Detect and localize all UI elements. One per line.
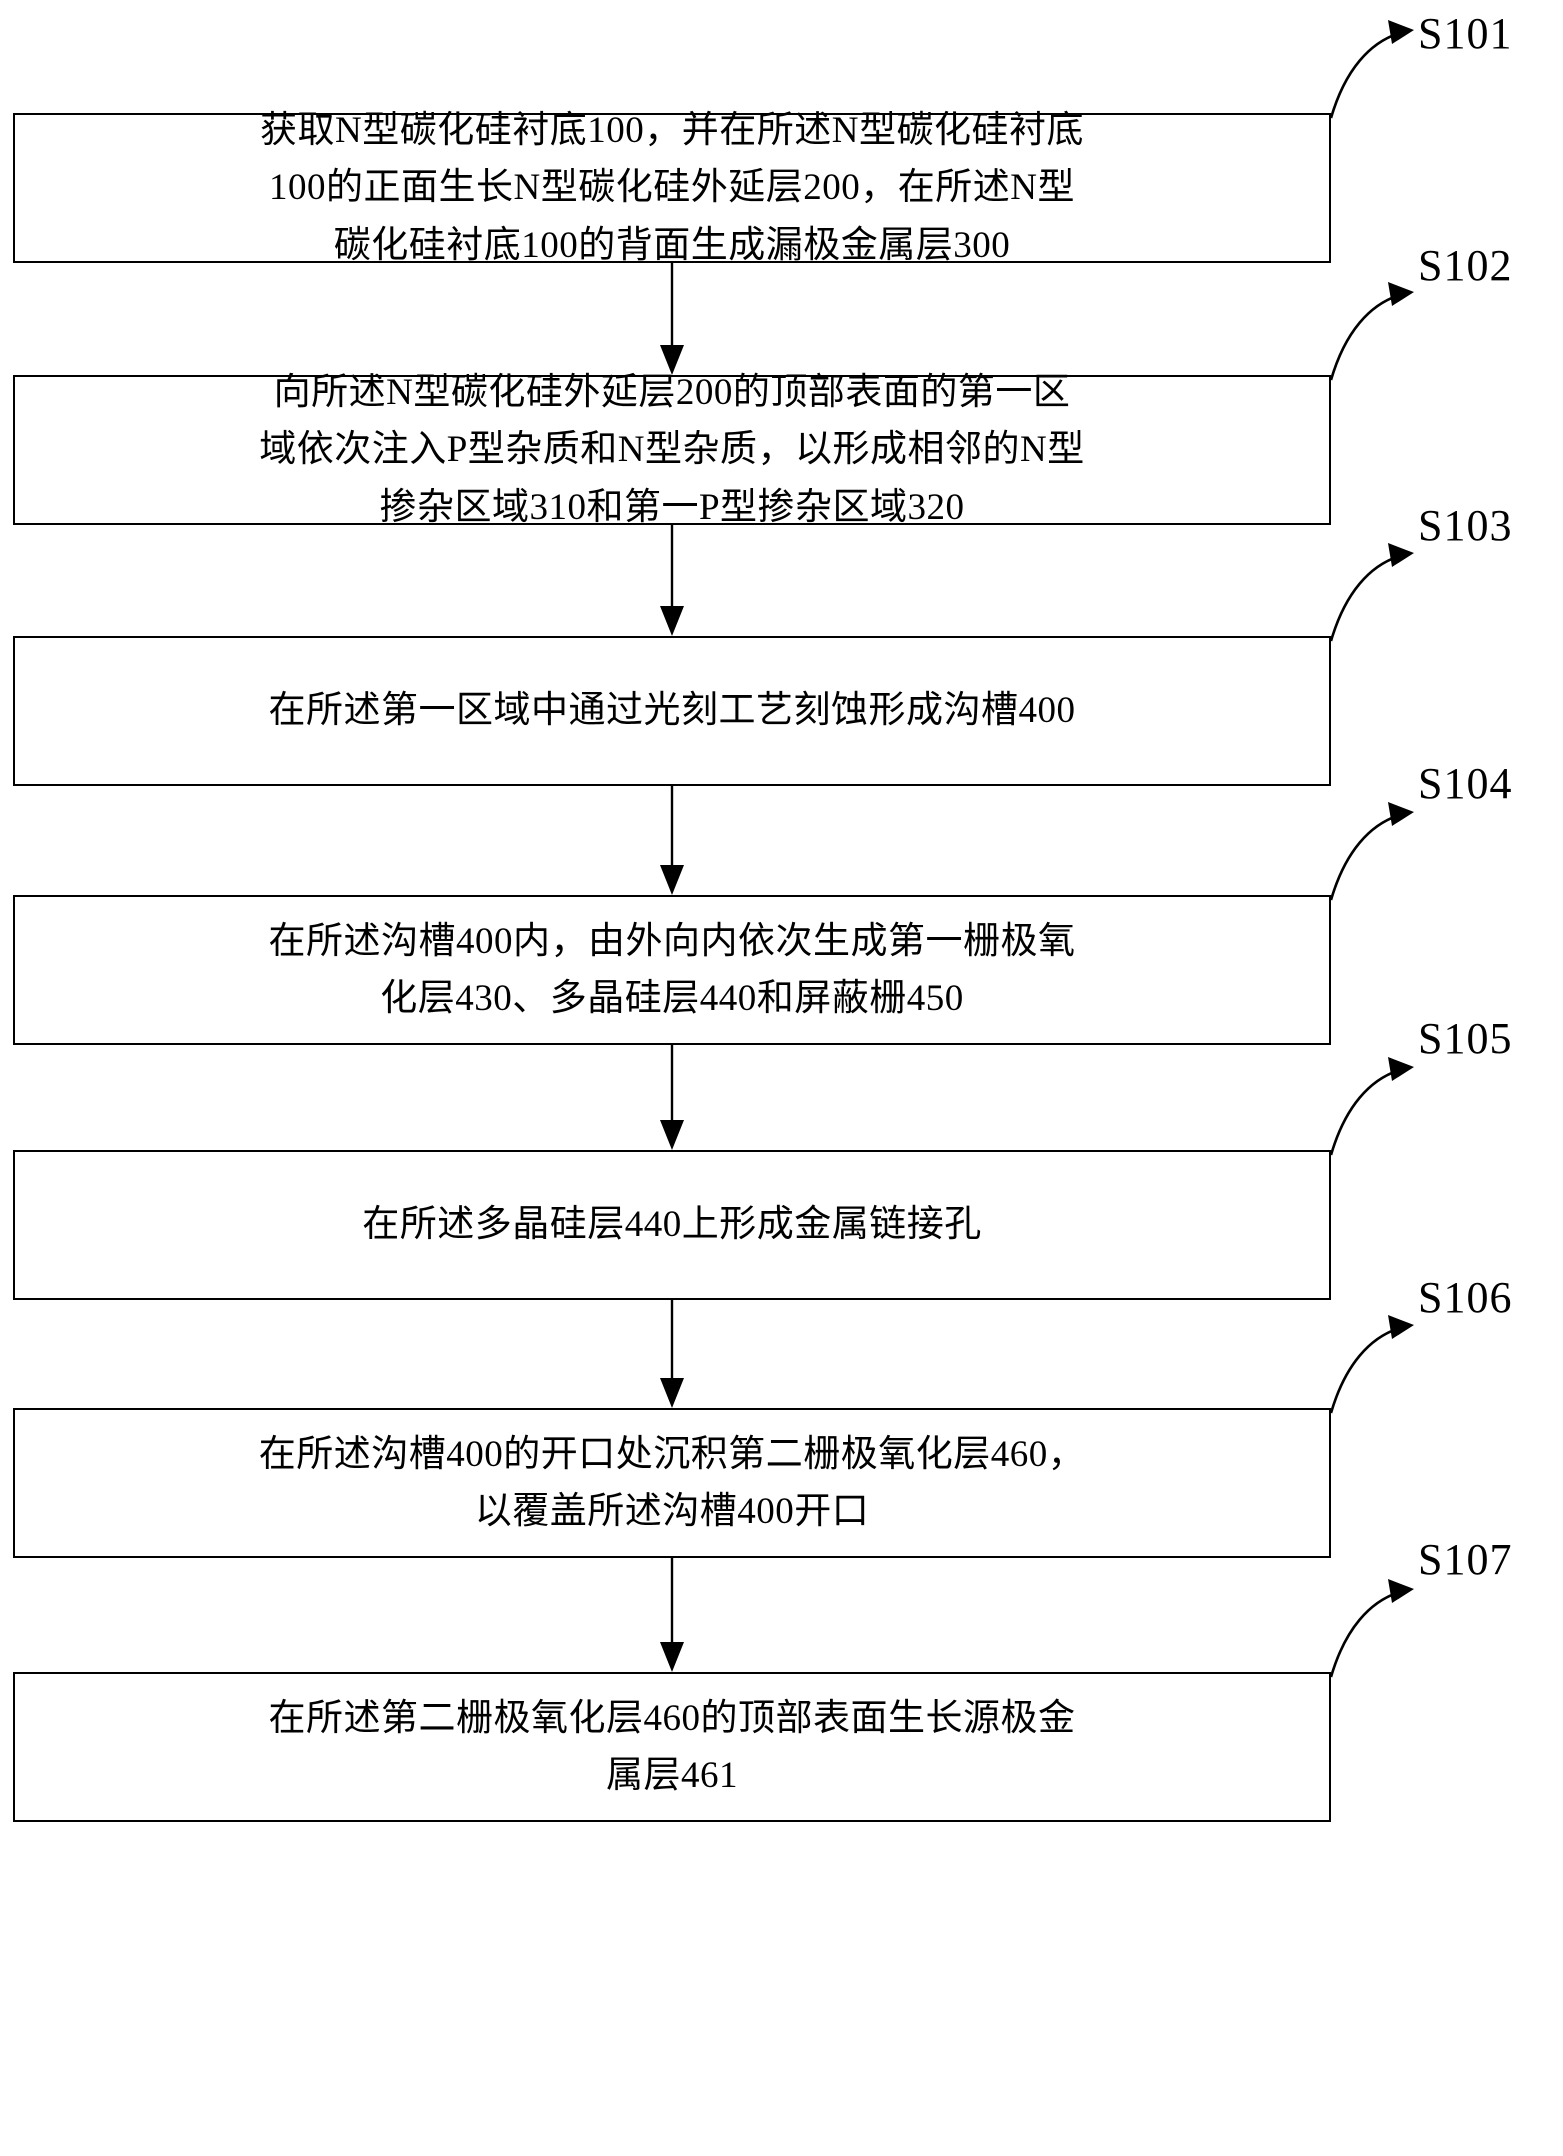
step-label-s103: S103	[1418, 501, 1513, 550]
step-text-line: 在所述沟槽400内，由外向内依次生成第一栅极氧	[268, 920, 1076, 962]
step-box-s103: 在所述第一区域中通过光刻工艺刻蚀形成沟槽400	[13, 636, 1331, 786]
leader-line-s103	[1329, 543, 1414, 642]
step-label-s106: S106	[1418, 1273, 1513, 1322]
leader-line-s104	[1329, 802, 1414, 901]
leader-line-s106	[1329, 1315, 1414, 1414]
step-text-line: 向所述N型碳化硅外延层200的顶部表面的第一区	[273, 371, 1071, 413]
step-box-s107: 在所述第二栅极氧化层460的顶部表面生长源极金 属层461	[13, 1672, 1331, 1822]
step-box-s104: 在所述沟槽400内，由外向内依次生成第一栅极氧 化层430、多晶硅层440和屏蔽…	[13, 895, 1331, 1045]
step-text-line: 在所述第二栅极氧化层460的顶部表面生长源极金	[268, 1697, 1076, 1739]
step-box-s101: 获取N型碳化硅衬底100，并在所述N型碳化硅衬底 100的正面生长N型碳化硅外延…	[13, 110, 1331, 266]
step-label-s105: S105	[1418, 1014, 1513, 1063]
step-box-s105: 在所述多晶硅层440上形成金属链接孔	[13, 1150, 1331, 1300]
flow-arrow-s106-s107	[660, 1558, 684, 1672]
leader-line-s101	[1329, 20, 1414, 119]
step-label-s107: S107	[1418, 1535, 1513, 1584]
flow-arrow-s104-s105	[660, 1045, 684, 1150]
step-text-line: 属层461	[606, 1755, 738, 1796]
step-box-s106: 在所述沟槽400的开口处沉积第二栅极氧化层460， 以覆盖所述沟槽400开口	[13, 1408, 1331, 1558]
step-text-line: 碳化硅衬底100的背面生成漏极金属层300	[333, 224, 1011, 266]
leader-line-s105	[1329, 1057, 1414, 1156]
leader-line-s107	[1329, 1579, 1414, 1678]
step-text-line: 掺杂区域310和第一P型掺杂区域320	[379, 486, 965, 528]
step-text-line: 化层430、多晶硅层440和屏蔽栅450	[380, 978, 964, 1019]
flow-arrow-s101-s102	[660, 263, 684, 375]
step-text-line: 在所述多晶硅层440上形成金属链接孔	[362, 1204, 982, 1246]
step-label-s102: S102	[1418, 241, 1513, 290]
step-text-line: 以覆盖所述沟槽400开口	[474, 1491, 870, 1532]
flow-arrow-s102-s103	[660, 525, 684, 636]
step-label-s104: S104	[1418, 759, 1513, 808]
step-label-s101: S101	[1418, 9, 1513, 58]
leader-line-s102	[1329, 282, 1414, 381]
flow-arrow-s103-s104	[660, 786, 684, 895]
step-text-line: 获取N型碳化硅衬底100，并在所述N型碳化硅衬底	[260, 109, 1084, 151]
step-text-line: 域依次注入P型杂质和N型杂质，以形成相邻的N型	[259, 429, 1085, 471]
step-text-line: 在所述第一区域中通过光刻工艺刻蚀形成沟槽400	[268, 690, 1076, 732]
step-box-s102: 向所述N型碳化硅外延层200的顶部表面的第一区 域依次注入P型杂质和N型杂质，以…	[13, 372, 1331, 528]
flow-arrow-s105-s106	[660, 1300, 684, 1408]
step-text-line: 100的正面生长N型碳化硅外延层200，在所述N型	[269, 167, 1075, 209]
step-text-line: 在所述沟槽400的开口处沉积第二栅极氧化层460，	[258, 1433, 1086, 1475]
